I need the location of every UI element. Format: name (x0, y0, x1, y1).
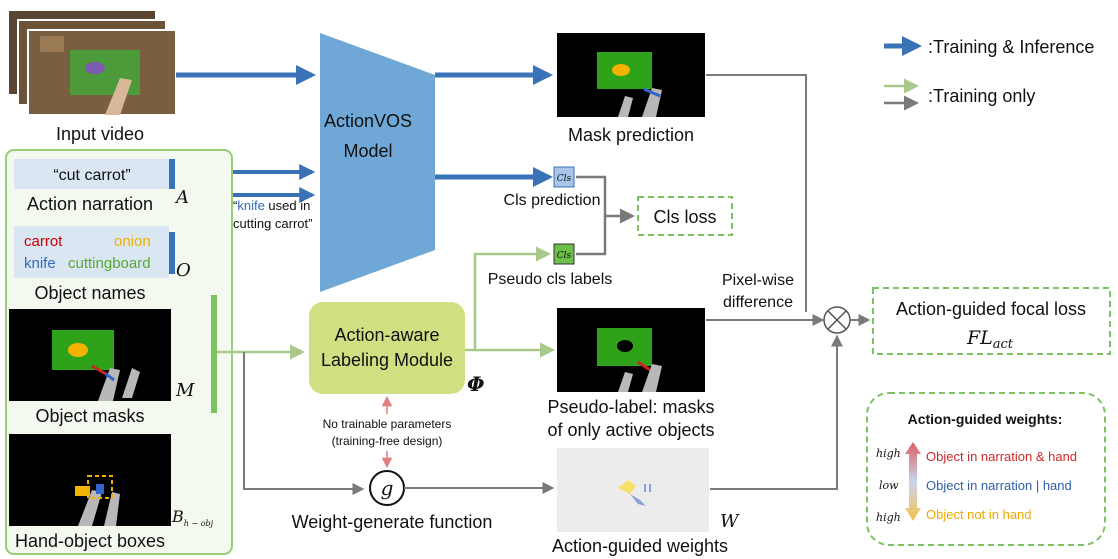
cls-loss-label: Cls loss (653, 207, 716, 227)
pseudo-cls-label: Pseudo cls labels (488, 271, 613, 288)
arrow-weights-to-combine (710, 334, 843, 490)
focal-loss-symbol: FLact (966, 327, 1014, 352)
focal-loss-box (872, 287, 1111, 355)
masks-connector-bar (211, 295, 217, 413)
arrow-clspred-to-loss (576, 175, 635, 224)
object-names-symbol: O (176, 260, 191, 281)
labeling-line2: Labeling Module (321, 350, 453, 370)
weights-level-low: low (879, 479, 899, 492)
input-video-label: Input video (56, 124, 144, 144)
actionvos-model (320, 33, 435, 292)
labeling-note-line2: (training-free design) (332, 434, 443, 448)
weights-row-2: Object in narration | hand (926, 478, 1072, 493)
prompt-note-line1: “knife used in (233, 198, 310, 213)
arrow-labeling-to-pseudocls (473, 246, 551, 350)
labeling-note-line1: No trainable parameters (323, 417, 452, 431)
line-mask-to-combine (706, 74, 807, 312)
weight-fn-symbol: g (381, 476, 394, 500)
weights-label: Action-guided weights (552, 536, 728, 556)
weight-fn-label: Weight-generate function (292, 512, 493, 532)
weights-level-high2: high (876, 511, 901, 524)
hand-object-image (9, 434, 171, 526)
weights-row-3: Object not in hand (926, 507, 1032, 522)
weights-legend-box (866, 392, 1106, 546)
focal-loss-label: Action-guided focal loss (896, 299, 1086, 319)
weights-gradient-arrow (905, 442, 921, 521)
object-carrot: carrot (24, 233, 63, 250)
pixelwise-line2: difference (723, 294, 793, 311)
cls-prediction-chip (553, 166, 575, 188)
weights-image (557, 448, 709, 532)
object-names-label: Object names (34, 283, 145, 303)
model-title-line1: ActionVOS (324, 111, 412, 131)
multiply-cross-b (827, 310, 847, 330)
weights-row-1: Object in narration & hand (926, 449, 1077, 464)
arrow-to-weight-fn (243, 352, 365, 495)
arrow-pseudo-to-loss (576, 216, 607, 256)
object-names-box (14, 226, 169, 278)
cls-prediction-chip-text: Cls (557, 174, 572, 184)
cls-loss-box (637, 196, 733, 236)
pixelwise-line1: Pixel-wise (722, 272, 794, 289)
object-masks-symbol: M (175, 380, 195, 401)
narration-marker (169, 159, 175, 189)
object-knife: knife (24, 255, 56, 272)
prompt-note-line2: cutting carrot” (233, 216, 312, 231)
legend-training-only: :Training only (928, 86, 1035, 106)
weights-level-high: high (876, 447, 901, 460)
object-masks-label: Object masks (35, 406, 144, 426)
cls-prediction-label: Cls prediction (504, 192, 601, 209)
pseudo-label-image (557, 308, 705, 392)
narration-symbol: A (174, 187, 189, 208)
object-masks-image (9, 309, 171, 401)
hand-object-symbol: Bh − obj (171, 507, 214, 528)
mask-prediction-label: Mask prediction (568, 125, 694, 145)
object-onion: onion (114, 233, 151, 250)
pseudo-cls-chip (553, 243, 575, 265)
weights-legend-title: Action-guided weights: (908, 411, 1063, 427)
model-title-line2: Model (343, 141, 392, 161)
weights-symbol: W (720, 511, 740, 532)
labeling-line1: Action-aware (334, 325, 439, 345)
legend-training-inference: :Training & Inference (928, 37, 1094, 57)
object-names-marker (169, 232, 175, 274)
pseudo-cls-chip-text: Cls (557, 251, 572, 261)
labeling-module (309, 302, 465, 394)
narration-text: “cut carrot” (53, 167, 130, 184)
hand-object-label: Hand-object boxes (15, 531, 165, 551)
mask-prediction-image (557, 33, 705, 117)
narration-box (14, 159, 169, 189)
input-video (7, 9, 177, 116)
labeling-symbol: Φ (467, 372, 485, 396)
object-cuttingboard: cuttingboard (68, 255, 151, 272)
pseudo-label-line2: of only active objects (547, 420, 714, 440)
pseudo-label-line1: Pseudo-label: masks (547, 397, 714, 417)
narration-label: Action narration (27, 194, 153, 214)
